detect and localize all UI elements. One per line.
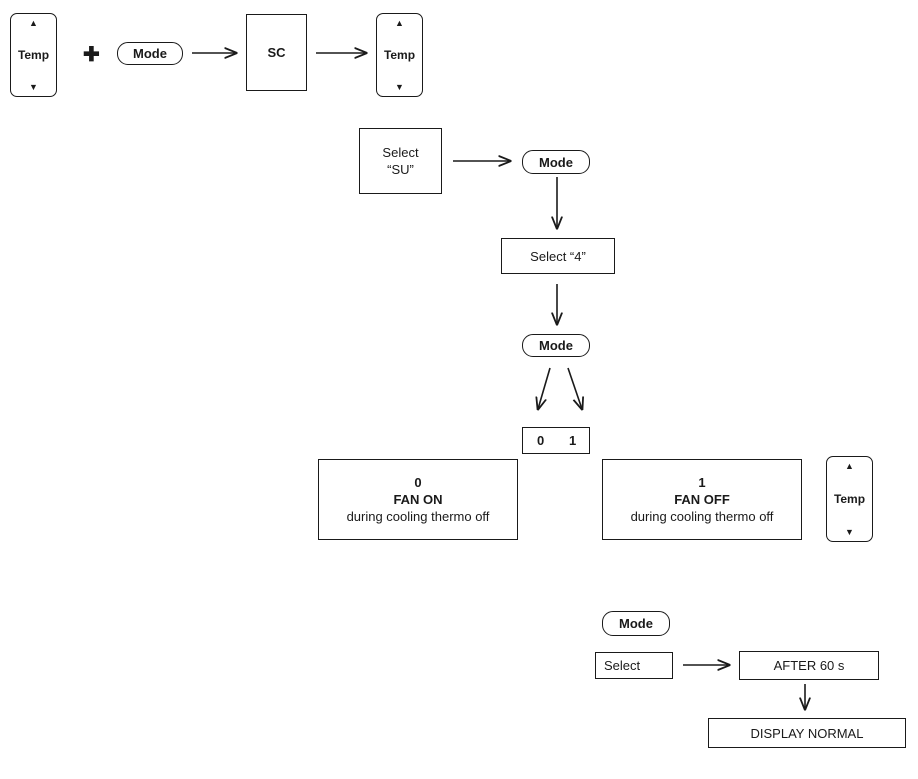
- arrow-mode-to-option-1: [567, 367, 582, 409]
- temp-key-option[interactable]: ▲ Temp ▼: [826, 456, 873, 542]
- mode-button-option[interactable]: Mode: [522, 334, 590, 357]
- temp-key-start[interactable]: ▲ Temp ▼: [10, 13, 57, 97]
- mode-button-su[interactable]: Mode: [522, 150, 590, 174]
- option-0-title: FAN ON: [393, 492, 443, 507]
- temp-key-label: Temp: [383, 48, 416, 62]
- sc-display: SC: [246, 14, 307, 91]
- option-1-number: 1: [698, 475, 706, 490]
- option-0-number: 0: [414, 475, 422, 490]
- select-su-line1: Select: [382, 145, 419, 160]
- select-su-line2: “SU”: [387, 162, 414, 177]
- select-su-box: Select “SU”: [359, 128, 442, 194]
- options-box: 0 1: [522, 427, 590, 454]
- mode-button-start[interactable]: Mode: [117, 42, 183, 65]
- temp-down-icon: ▼: [29, 82, 38, 92]
- temp-key-label: Temp: [17, 48, 50, 62]
- select-box-final: Select: [595, 652, 673, 679]
- temp-up-icon: ▲: [845, 461, 854, 471]
- option-1-value: 1: [569, 433, 577, 448]
- option-1-desc: during cooling thermo off: [630, 509, 774, 524]
- temp-down-icon: ▼: [845, 527, 854, 537]
- option-1-title: FAN OFF: [674, 492, 730, 507]
- plus-icon: ✚: [83, 44, 100, 66]
- option-1-box: 1 FAN OFF during cooling thermo off: [602, 459, 802, 540]
- after-60s-box: AFTER 60 s: [739, 651, 879, 680]
- temp-key-label: Temp: [833, 492, 866, 506]
- temp-down-icon: ▼: [395, 82, 404, 92]
- option-0-box: 0 FAN ON during cooling thermo off: [318, 459, 518, 540]
- temp-up-icon: ▲: [395, 18, 404, 28]
- option-0-value: 0: [537, 433, 545, 448]
- option-0-desc: during cooling thermo off: [346, 509, 490, 524]
- arrow-mode-to-option-0: [538, 367, 551, 409]
- temp-key-sc[interactable]: ▲ Temp ▼: [376, 13, 423, 97]
- mode-button-final[interactable]: Mode: [602, 611, 670, 636]
- temp-up-icon: ▲: [29, 18, 38, 28]
- display-normal-box: DISPLAY NORMAL: [708, 718, 906, 748]
- select-4-box: Select “4”: [501, 238, 615, 274]
